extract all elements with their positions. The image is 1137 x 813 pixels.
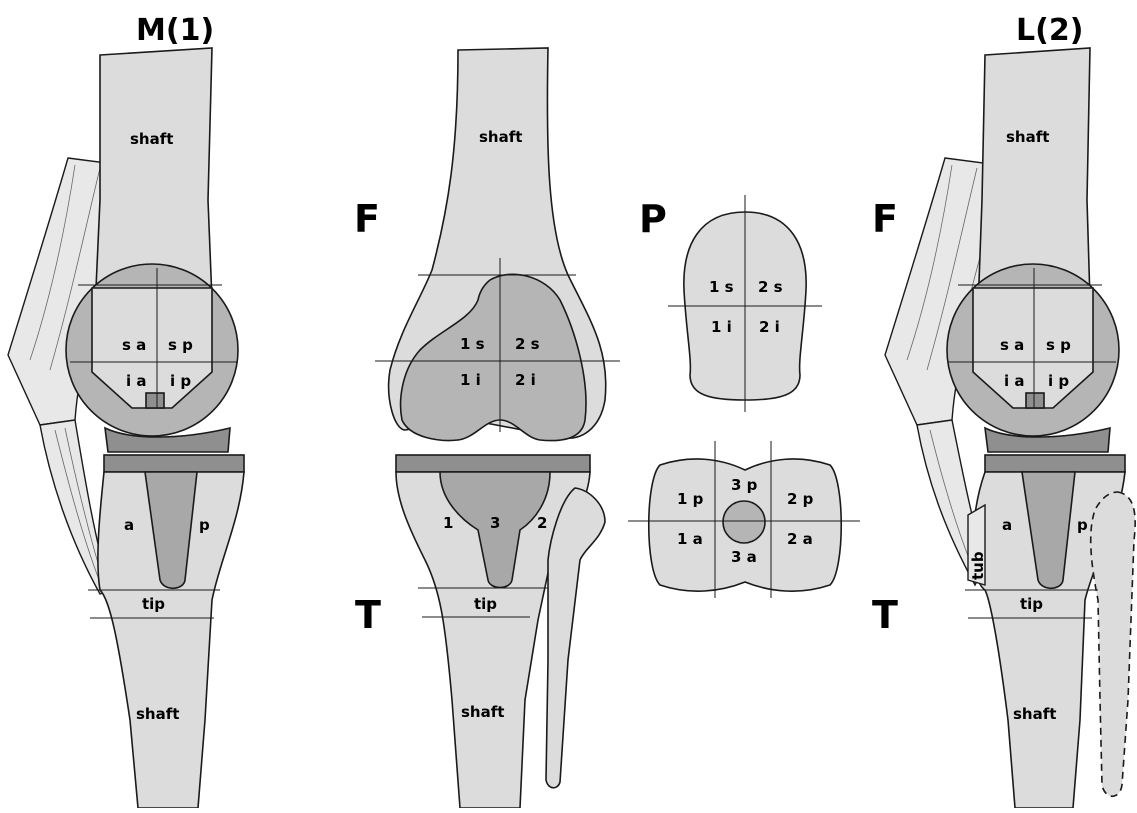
lateral-zone-ia: i a	[1004, 372, 1025, 390]
medial-zone-sp: s p	[168, 336, 193, 354]
ap-tibia-zone-2: 2	[537, 514, 547, 532]
lateral-title: L(2)	[1016, 13, 1083, 48]
ap-zone-2s: 2 s	[515, 335, 540, 353]
patella-view: P 1 s 2 s 1 i 2 i 1 p 3 p 2 p 1 a 3 a 2 …	[628, 195, 860, 598]
ap-zone-2i: 2 i	[515, 371, 536, 389]
ap-zone-1s: 1 s	[460, 335, 485, 353]
ap-view: F T shaft 1 s 2 s 1 i 2 i 1 3 2 tip shaf…	[354, 48, 620, 808]
patella-zone-2s: 2 s	[758, 278, 783, 296]
ap-tibia-zone-1: 1	[443, 514, 453, 532]
medial-zone-ip: i p	[170, 372, 191, 390]
lateral-tibia-shaft-label: shaft	[1013, 705, 1056, 723]
patella-axial-3a: 3 a	[731, 548, 757, 566]
lateral-tub-label: tub	[969, 551, 987, 580]
patella-zone-1s: 1 s	[709, 278, 734, 296]
medial-tibia-p: p	[199, 516, 210, 534]
medial-tibial-tray	[104, 455, 244, 472]
medial-femoral-peg	[146, 393, 164, 408]
medial-tip-label: tip	[142, 595, 165, 613]
lateral-view: L(2) F T shaft s a s p i a i p tub a p t…	[872, 13, 1135, 808]
patella-axial-2a: 2 a	[787, 530, 813, 548]
medial-femur-shaft-label: shaft	[130, 130, 173, 148]
medial-title: M(1)	[136, 13, 214, 48]
patella-axial-3p: 3 p	[731, 476, 758, 494]
patella-axial-1a: 1 a	[677, 530, 703, 548]
patella-axial-1p: 1 p	[677, 490, 704, 508]
patella-letter: P	[639, 197, 667, 241]
medial-zone-sa: s a	[122, 336, 146, 354]
ap-tibia-shaft-label: shaft	[461, 703, 504, 721]
patella-zone-1i: 1 i	[711, 318, 732, 336]
ap-femur-letter: F	[354, 197, 380, 241]
lateral-tibia-a: a	[1002, 516, 1012, 534]
ap-tip-label: tip	[474, 595, 497, 613]
lateral-femur-shaft-label: shaft	[1006, 128, 1049, 146]
lateral-zone-sa: s a	[1000, 336, 1024, 354]
lateral-zone-ip: i p	[1048, 372, 1069, 390]
patella-zone-2i: 2 i	[759, 318, 780, 336]
medial-tibia-a: a	[124, 516, 134, 534]
lateral-fibula-dashed	[1091, 492, 1135, 796]
lateral-zone-sp: s p	[1046, 336, 1071, 354]
patella-axial-2p: 2 p	[787, 490, 814, 508]
ap-tibia-letter: T	[355, 593, 381, 637]
lateral-tibial-tray	[985, 455, 1125, 472]
lateral-tip-label: tip	[1020, 595, 1043, 613]
ap-fibula	[546, 488, 605, 788]
ap-tibia-zone-3: 3	[490, 514, 500, 532]
medial-view: M(1) shaft s a s p i a i p a p tip shaft	[8, 13, 244, 808]
patella-peg	[723, 501, 765, 543]
medial-zone-ia: i a	[126, 372, 147, 390]
ap-femur-shaft-label: shaft	[479, 128, 522, 146]
lateral-tibia-p: p	[1077, 516, 1088, 534]
lateral-femoral-peg	[1026, 393, 1044, 408]
lateral-tibia-letter: T	[872, 593, 898, 637]
lateral-femur-letter: F	[872, 197, 898, 241]
ap-zone-1i: 1 i	[460, 371, 481, 389]
medial-tibia-shaft-label: shaft	[136, 705, 179, 723]
ap-tibial-tray	[396, 455, 590, 472]
